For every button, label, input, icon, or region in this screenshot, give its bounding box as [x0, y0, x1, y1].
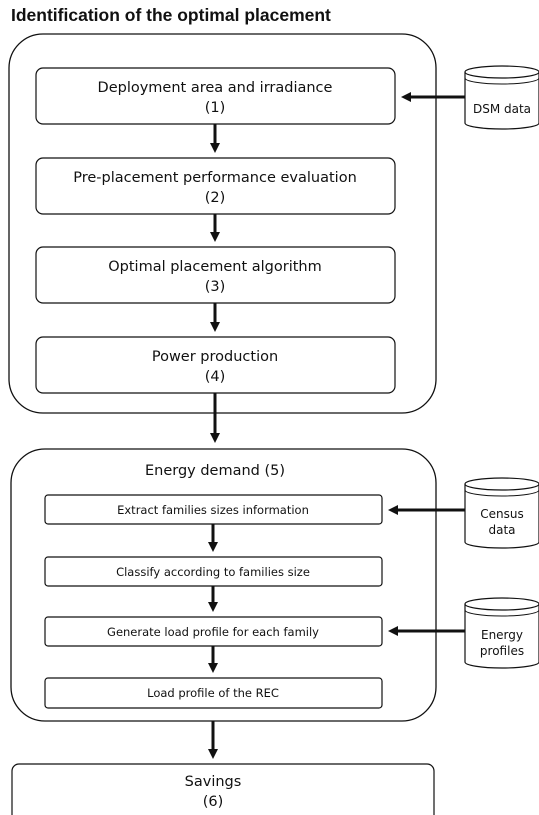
energy-profiles-cylinder-ring	[464, 609, 539, 617]
energy-profiles-cylinder-body	[464, 604, 539, 669]
dsm-cylinder-top	[464, 65, 539, 79]
diagram-title: Identification of the optimal placement	[11, 5, 331, 25]
demand-step-generate: Generate load profile for each family	[44, 616, 383, 647]
energy-profiles-label-line1: Energy	[481, 628, 523, 642]
energy-profiles-cylinder-top	[464, 597, 539, 611]
energy-demand-title: Energy demand (5)	[145, 463, 285, 479]
step-power-production: Power production (4)	[35, 336, 396, 394]
step-4-number: (4)	[205, 369, 226, 385]
dsm-data-source: DSM data	[464, 65, 539, 130]
census-label-line1: Census	[480, 507, 523, 521]
placement-container	[8, 33, 437, 414]
step-1-label: Deployment area and irradiance	[98, 80, 333, 96]
demand-step-extract: Extract families sizes information	[44, 494, 383, 525]
step-optimal-placement-algorithm: Optimal placement algorithm (3)	[35, 246, 396, 304]
step-4-label: Power production	[152, 349, 278, 365]
demand-step-1-label: Extract families sizes information	[117, 503, 309, 517]
step-3-number: (3)	[205, 279, 226, 295]
energy-profiles-source: Energy profiles	[464, 597, 539, 669]
census-cylinder-top	[464, 477, 539, 491]
savings-box	[11, 763, 435, 815]
dsm-cylinder-body	[464, 72, 539, 130]
demand-step-4-label: Load profile of the REC	[147, 686, 279, 700]
demand-step-load-profile-rec: Load profile of the REC	[44, 677, 383, 709]
census-cylinder-body	[464, 484, 539, 549]
census-label-line2: data	[488, 523, 515, 537]
step-2-label: Pre-placement performance evaluation	[73, 170, 357, 186]
step-1-number: (1)	[205, 100, 226, 116]
census-cylinder-ring	[464, 489, 539, 497]
census-data-source: Census data	[464, 477, 539, 549]
savings-number: (6)	[203, 794, 224, 810]
dsm-data-label: DSM data	[473, 102, 531, 116]
demand-step-classify: Classify according to families size	[44, 556, 383, 587]
savings-step: Savings (6)	[11, 763, 435, 815]
demand-step-2-label: Classify according to families size	[116, 565, 310, 579]
demand-step-3-label: Generate load profile for each family	[107, 625, 319, 639]
demand-step-4-box	[44, 677, 383, 709]
energy-profiles-label-line2: profiles	[480, 644, 524, 658]
step-3-label: Optimal placement algorithm	[108, 259, 322, 275]
step-deployment-area: Deployment area and irradiance (1)	[35, 67, 396, 125]
step-2-number: (2)	[205, 190, 226, 206]
dsm-cylinder-ring	[464, 77, 539, 85]
step-pre-placement-evaluation: Pre-placement performance evaluation (2)	[35, 157, 396, 215]
savings-label: Savings	[185, 774, 242, 790]
